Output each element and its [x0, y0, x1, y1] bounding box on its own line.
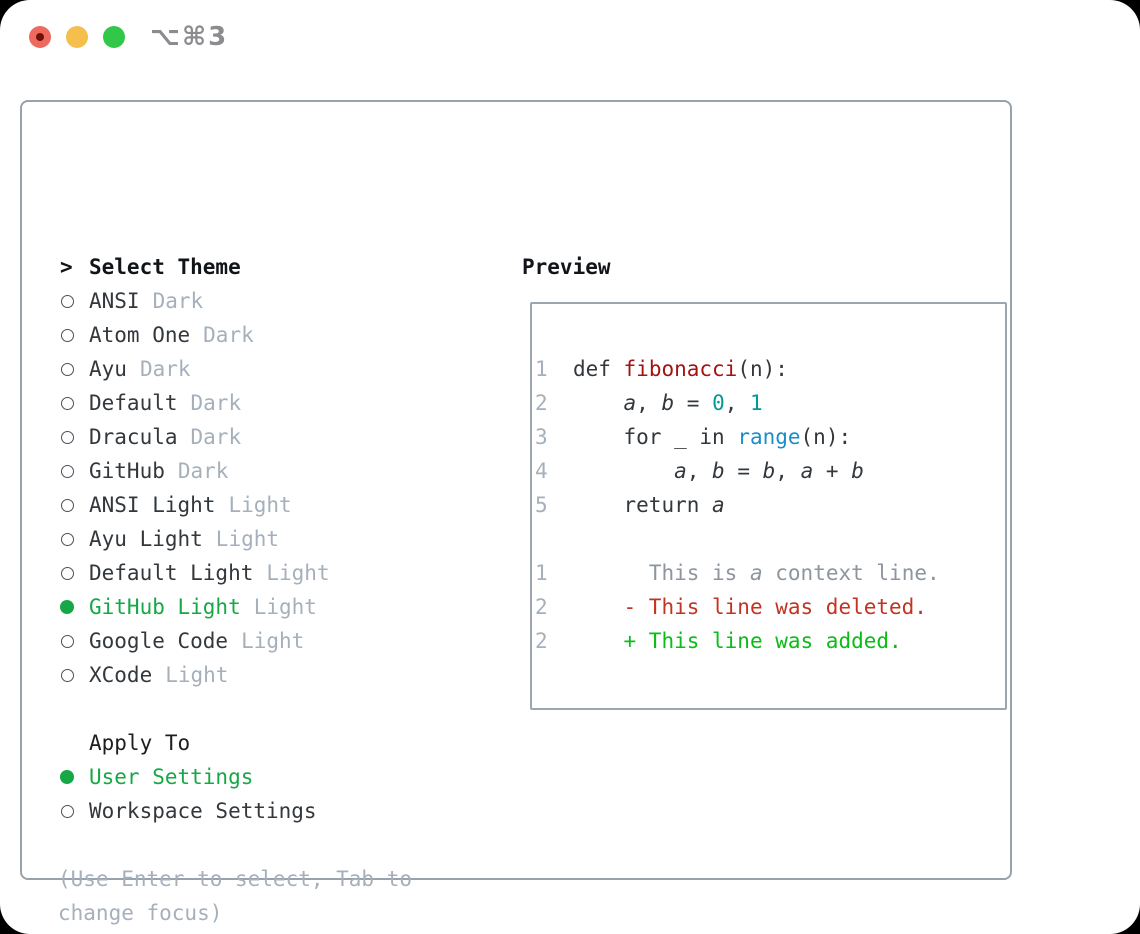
preview-header: Preview: [522, 255, 611, 279]
theme-option-default-light[interactable]: Default Light Light: [60, 556, 330, 590]
theme-option-dracula[interactable]: Dracula Dark: [60, 420, 330, 454]
apply-to-header: Apply To: [89, 731, 191, 755]
radio-icon: [60, 804, 89, 818]
theme-variant-tag: Light: [241, 629, 305, 653]
theme-variant-tag: Light: [165, 663, 229, 687]
select-theme-header-row: > Select Theme: [60, 250, 330, 284]
theme-variant-tag: Dark: [139, 357, 191, 381]
theme-variant-tag: Dark: [177, 459, 229, 483]
radio-icon: [60, 634, 89, 648]
code-line: 1 This is a context line.: [535, 561, 940, 585]
preview-box: 1 def fibonacci(n): 2 a, b = 0, 1 3 for …: [530, 302, 1007, 710]
radio-icon: [60, 498, 89, 512]
theme-option-label: GitHub Light: [89, 595, 241, 619]
apply-option-user-settings[interactable]: User Settings: [60, 760, 317, 794]
footer-hint: (Use Enter to select, Tab to change focu…: [58, 867, 413, 925]
code-line: 3 for _ in range(n):: [535, 425, 852, 449]
theme-option-label: Default Light: [89, 561, 254, 585]
radio-icon: [60, 328, 89, 342]
code-preview: 1 def fibonacci(n): 2 a, b = 0, 1 3 for …: [532, 304, 1005, 658]
theme-variant-tag: Dark: [190, 425, 242, 449]
radio-icon: [60, 668, 89, 682]
close-button[interactable]: [29, 26, 51, 48]
apply-option-label: User Settings: [89, 765, 254, 789]
theme-option-label: Dracula: [89, 425, 178, 449]
theme-option-ansi-light[interactable]: ANSI Light Light: [60, 488, 330, 522]
theme-variant-tag: Dark: [203, 323, 254, 347]
theme-option-github[interactable]: GitHub Dark: [60, 454, 330, 488]
theme-variant-tag: Light: [215, 527, 280, 551]
theme-option-atom-one[interactable]: Atom One Dark: [60, 318, 330, 352]
radio-icon: [60, 396, 89, 410]
code-line: 2 - This line was deleted.: [535, 595, 927, 619]
radio-selected-icon: [60, 770, 89, 784]
theme-variant-tag: Light: [266, 561, 330, 585]
radio-icon: [60, 566, 89, 580]
code-line: 5 return a: [535, 493, 725, 517]
theme-option-label: GitHub: [89, 459, 165, 483]
theme-option-label: ANSI: [89, 289, 140, 313]
radio-icon: [60, 464, 89, 478]
apply-to-header-row: Apply To: [60, 726, 317, 760]
radio-selected-icon: [60, 600, 89, 614]
code-line: 2 a, b = 0, 1: [535, 391, 763, 415]
theme-option-default[interactable]: Default Dark: [60, 386, 330, 420]
theme-option-xcode[interactable]: XCode Light: [60, 658, 330, 692]
theme-variant-tag: Light: [228, 493, 292, 517]
focus-prompt-icon: >: [60, 255, 73, 279]
window-title: ⌥⌘3: [150, 22, 229, 52]
radio-icon: [60, 362, 89, 376]
theme-option-label: Ayu Light: [89, 527, 203, 551]
zoom-button[interactable]: [103, 26, 125, 48]
theme-variant-tag: Light: [253, 595, 317, 619]
apply-option-label: Workspace Settings: [89, 799, 317, 823]
theme-option-label: ANSI Light: [89, 493, 216, 517]
theme-variant-tag: Dark: [190, 391, 242, 415]
theme-option-label: XCode: [89, 663, 153, 687]
theme-option-label: Default: [89, 391, 178, 415]
code-line: 4 a, b = b, a + b: [535, 459, 864, 483]
code-line: 2 + This line was added.: [535, 629, 902, 653]
theme-option-google-code[interactable]: Google Code Light: [60, 624, 330, 658]
theme-option-github-light[interactable]: GitHub Light Light: [60, 590, 330, 624]
radio-icon: [60, 430, 89, 444]
theme-variant-tag: Dark: [152, 289, 204, 313]
theme-option-label: Google Code: [89, 629, 229, 653]
theme-option-ayu-light[interactable]: Ayu Light Light: [60, 522, 330, 556]
code-line: 1 def fibonacci(n):: [535, 357, 788, 381]
theme-option-label: Atom One: [89, 323, 191, 347]
minimize-button[interactable]: [66, 26, 88, 48]
select-theme-header: Select Theme: [89, 255, 241, 279]
theme-option-ansi[interactable]: ANSI Dark: [60, 284, 330, 318]
titlebar: ⌥⌘3: [0, 0, 1140, 74]
radio-icon: [60, 294, 89, 308]
apply-option-workspace-settings[interactable]: Workspace Settings: [60, 794, 317, 828]
theme-option-ayu[interactable]: Ayu Dark: [60, 352, 330, 386]
radio-icon: [60, 532, 89, 546]
theme-option-label: Ayu: [89, 357, 127, 381]
